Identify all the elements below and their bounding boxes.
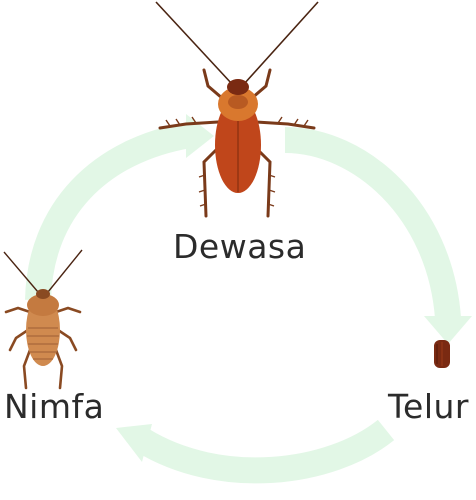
stage-label-egg: Telur [388, 387, 470, 426]
adult-cockroach-icon [155, 1, 319, 218]
arrow-adult-to-egg-head [424, 316, 472, 344]
arrow-egg-to-nymph-head [116, 424, 152, 462]
stage-label-adult: Dewasa [173, 227, 307, 266]
stage-label-nymph: Nimfa [4, 387, 105, 426]
arrow-nymph-to-adult-head [186, 114, 214, 158]
arrow-adult-to-egg [284, 127, 461, 320]
nymph-cockroach-icon [3, 249, 83, 390]
arrow-egg-to-nymph [135, 419, 395, 484]
arrow-nymph-to-adult [25, 122, 193, 301]
egg-capsule-icon [434, 340, 450, 368]
cycle-arrows [25, 114, 472, 484]
